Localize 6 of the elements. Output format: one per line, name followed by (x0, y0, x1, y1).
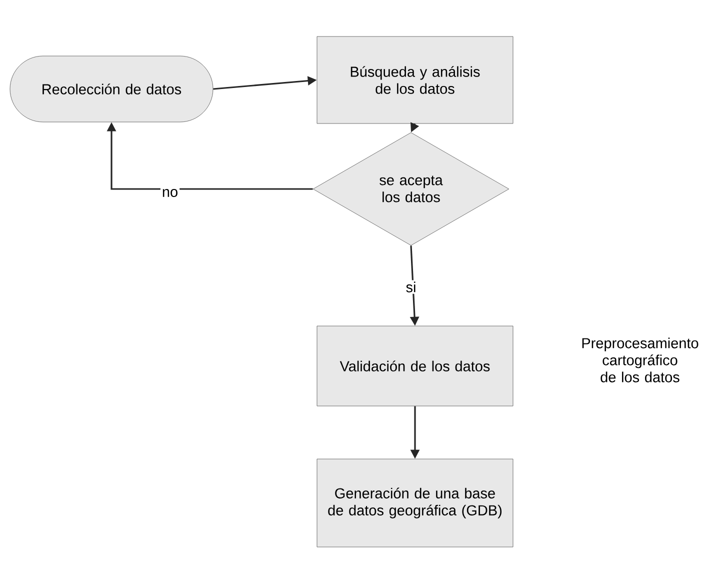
process-box: Generación de una base de datos geográfica (GDB) (316, 458, 514, 548)
edge-label: no (160, 188, 180, 198)
process-box: Validación de los datos (316, 326, 514, 406)
note-text: Preprocesamiento cartográfico de los datos (582, 338, 698, 382)
process-box: Búsqueda y análisis de los datos (316, 36, 514, 124)
edge-label: si (404, 280, 418, 294)
